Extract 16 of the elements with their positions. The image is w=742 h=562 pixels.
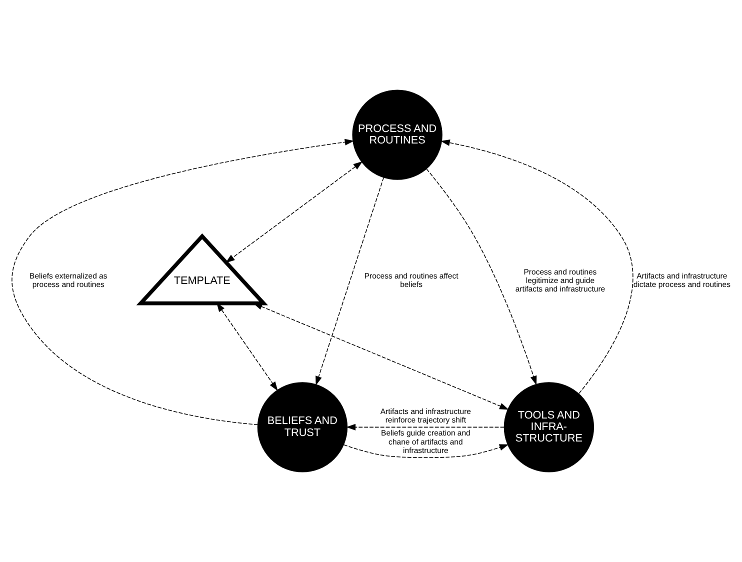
arrow	[346, 424, 504, 430]
edge-label: Beliefs externalized as process and routines	[30, 272, 108, 290]
edge-label: Process and routines affect beliefs	[364, 272, 458, 290]
node-circle: TOOLS AND INFRA-STRUCTURE	[504, 382, 594, 472]
edge-label: Process and routines legitimize and guide artifacts and infrastructure	[515, 267, 606, 294]
edge-label: Beliefs guide creation and chane of artifacts and infrastructure	[381, 428, 470, 455]
arrow	[12, 138, 354, 426]
arrow	[216, 302, 278, 391]
arrow	[316, 177, 384, 386]
arrow	[225, 161, 363, 263]
arrow	[440, 140, 634, 394]
edge-label: Artifacts and infrastructure dictate process and routines	[633, 272, 730, 290]
arrow	[343, 444, 509, 458]
arrow	[426, 168, 537, 386]
edge-label: Artifacts and infrastructure reinforce trajectory shift	[380, 406, 472, 425]
arrow	[252, 302, 509, 410]
